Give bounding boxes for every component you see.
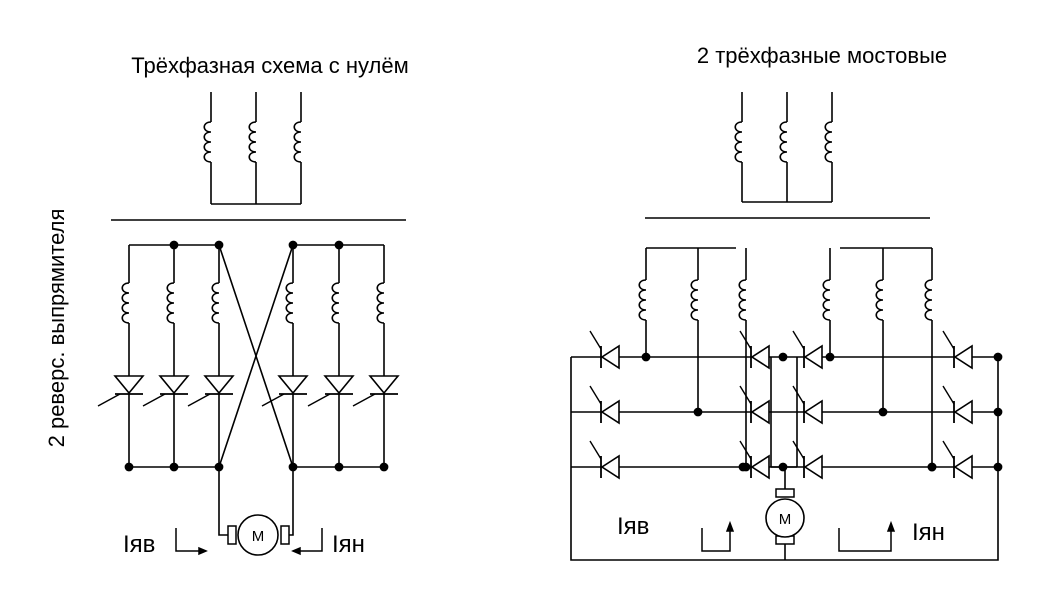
thyristor [97,375,145,407]
current-arrows-left [175,528,323,556]
right-circuit: 2 трёхфазные мостовые М [570,43,1003,561]
secondary-windings-right [638,279,933,321]
current-arrows-right [701,520,896,552]
gate-lead [792,330,805,350]
gate-lead [739,385,752,405]
thyristor [792,330,823,370]
gate-lead [942,385,955,405]
transformer-primary [203,92,302,205]
thyristor [187,375,235,407]
gate-lead [792,440,805,460]
wiring-right [570,247,1003,561]
thyristor [792,385,823,425]
winding-coil [121,282,130,324]
winding-coil [822,279,831,321]
junction-dot [334,462,344,472]
gate-lead [307,393,331,407]
junction-dot [379,462,389,472]
thyristor [942,330,973,370]
winding-coil [924,279,933,321]
gate-lead [792,385,805,405]
gate-lead [352,393,376,407]
thyristor-bridges-right [589,330,973,480]
thyristor [589,440,620,480]
gate-lead [739,440,752,460]
thyristor [142,375,190,407]
thyristor-group-left [97,375,400,407]
junction-dot [124,462,134,472]
current-fwd-right: Iяв [617,513,649,540]
current-fwd-left: Iяв [123,531,155,558]
gate-lead [942,330,955,350]
winding-coil [638,279,647,321]
gate-lead [589,440,602,460]
side-label: 2 реверс. выпрямителя [44,209,69,448]
motor-right: М [765,488,805,545]
winding-coil [166,282,175,324]
motor-label-left: М [252,528,265,545]
gate-lead [739,330,752,350]
gate-lead [97,393,121,407]
gate-lead [261,393,285,407]
thyristor [739,385,770,425]
junction-dot [778,352,788,362]
junction-dot [778,462,788,472]
thyristor [589,385,620,425]
junction-dot [169,462,179,472]
left-title: Трёхфазная схема с нулём [131,53,408,78]
current-rev-left: Iян [332,531,365,558]
junction-dot [993,407,1003,417]
gate-lead [589,330,602,350]
thyristor [942,385,973,425]
current-rev-right: Iян [912,519,945,546]
left-circuit: Трёхфазная схема с нулём 2 реверс. выпря… [44,53,409,558]
motor-left: М [227,514,290,556]
thyristor [261,375,309,407]
junction-dot [993,352,1003,362]
junction-dot [738,462,748,472]
gate-lead [187,393,211,407]
gate-lead [142,393,166,407]
winding-coil [738,279,747,321]
winding-coil [331,282,340,324]
thyristor [942,440,973,480]
motor-label-right: М [779,511,792,528]
thyristor [739,330,770,370]
gate-lead [942,440,955,460]
winding-coil [211,282,220,324]
gate-lead [589,385,602,405]
transformer-primary-right [734,92,833,203]
right-title: 2 трёхфазные мостовые [697,43,947,68]
wiring-left [124,240,389,536]
secondary-windings-left [121,282,385,324]
thyristor [307,375,355,407]
thyristor [589,330,620,370]
winding-coil [285,282,294,324]
thyristor [352,375,400,407]
junction-dot [993,462,1003,472]
winding-coil [376,282,385,324]
thyristor [792,440,823,480]
thyristor [739,440,770,480]
junction-dot [927,462,937,472]
winding-coil [875,279,884,321]
winding-coil [690,279,699,321]
